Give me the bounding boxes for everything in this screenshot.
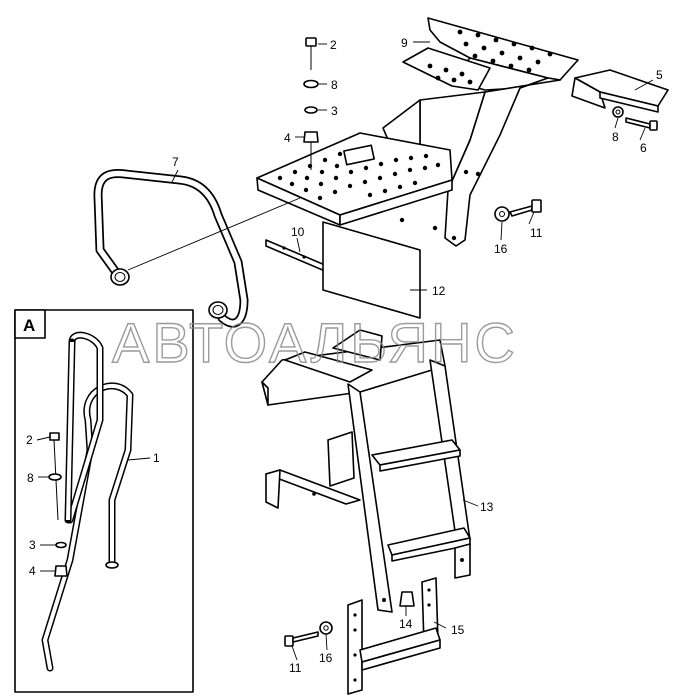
part-2-bolt-top — [305, 37, 317, 70]
part-7-handrail — [93, 169, 249, 328]
callout-6: 6 — [640, 141, 647, 155]
callout-1: 1 — [153, 451, 160, 465]
watermark-text: АВТОАЛЬЯНС — [112, 311, 518, 374]
callout-4-inset: 4 — [29, 564, 36, 578]
callout-16-lower: 16 — [319, 651, 333, 665]
callout-9: 9 — [401, 36, 408, 50]
part-16-washer-upper — [494, 206, 510, 222]
inset-label: A — [23, 316, 35, 335]
callout-8-top: 8 — [331, 78, 338, 92]
callout-10: 10 — [291, 225, 305, 239]
part-14-nut-lower — [399, 591, 415, 607]
part-4-nut-top — [303, 131, 319, 143]
callout-12: 12 — [432, 284, 446, 298]
inset-part-1-handrail — [41, 331, 134, 672]
callout-labels: 9 5 8 6 2 8 3 4 7 10 12 16 11 13 14 15 1… — [23, 36, 663, 675]
callout-3-top: 3 — [331, 104, 338, 118]
part-13-ladder-frame — [261, 329, 471, 613]
callout-4-top: 4 — [284, 131, 291, 145]
callout-7: 7 — [172, 155, 179, 169]
callout-2-top: 2 — [330, 38, 337, 52]
callout-3-inset: 3 — [29, 538, 36, 552]
part-8-washer-top — [303, 79, 319, 89]
part-11-bolt-lower — [284, 631, 319, 647]
part-16-washer-lower — [319, 621, 333, 635]
inset-fasteners — [48, 432, 68, 577]
callout-14: 14 — [399, 617, 413, 631]
part-8-washer-right — [612, 106, 624, 118]
callout-11-lower: 11 — [289, 661, 302, 675]
callout-15: 15 — [451, 623, 465, 637]
inset-a-frame — [14, 309, 194, 693]
upper-deck — [256, 132, 453, 226]
part-15-lower-step — [347, 577, 441, 695]
callout-8-right: 8 — [612, 130, 619, 144]
part-11-bolt-upper — [509, 199, 542, 217]
part-5-bracket — [571, 69, 669, 113]
callout-5: 5 — [656, 68, 663, 82]
callout-16-upper: 16 — [494, 242, 508, 256]
callout-2-inset: 2 — [26, 433, 33, 447]
callout-11-upper: 11 — [530, 226, 543, 240]
part-6-bolt — [625, 117, 658, 131]
leader-lines — [36, 41, 654, 661]
part-12-panel — [322, 221, 421, 319]
part-9-step-platform — [382, 17, 579, 247]
callout-8-inset: 8 — [27, 471, 34, 485]
callout-13: 13 — [480, 500, 494, 514]
part-3-washer-top — [304, 106, 318, 114]
